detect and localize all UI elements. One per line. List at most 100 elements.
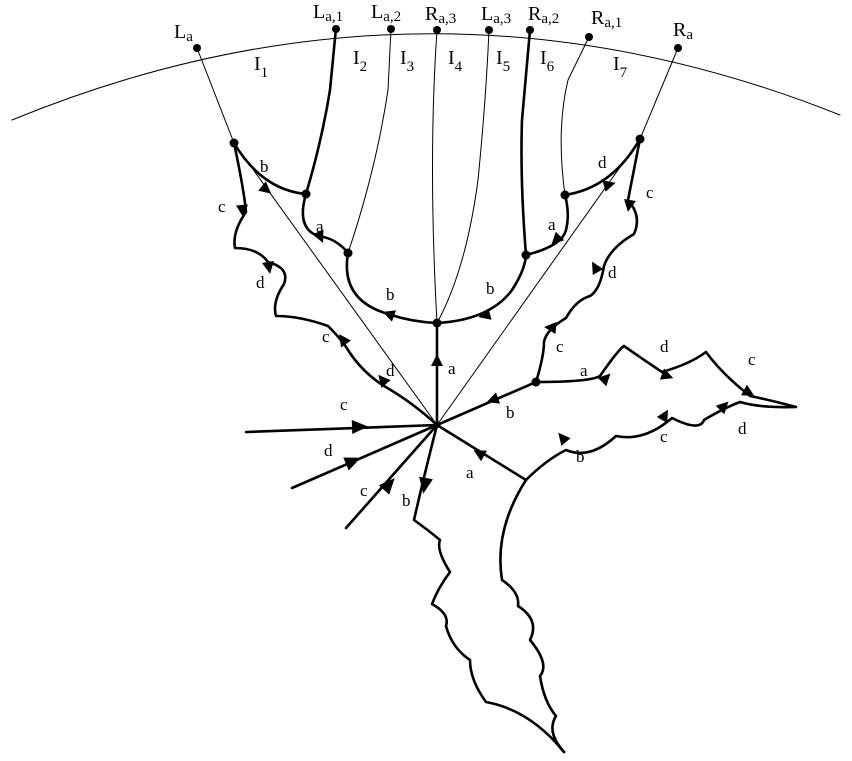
wave-lower-left-loop [412,423,566,754]
edge-label: c [748,350,756,369]
edge-label: d [608,263,617,282]
node-center [434,422,440,428]
edge-label: c [322,327,330,346]
node-upper-left [229,138,239,148]
vertex-ra1 [585,33,593,41]
label-ra2: Ra,2 [528,3,559,27]
spoke-c-left [244,423,439,434]
edge-label: a [448,359,456,378]
edge-label: d [598,153,607,172]
edge-to-la1 [304,26,338,196]
vertex-la2 [387,25,395,33]
arrow-d-upper-left [262,260,274,274]
edge-label: c [556,337,564,356]
edge-label: c [646,183,654,202]
edge-b-upper-left [232,141,308,196]
arrow-c-upper-left [236,204,248,217]
arrow-c-lower-right [656,409,668,423]
interval-i7: I7 [613,53,628,81]
ray-ra1 [560,36,590,196]
edge-label: c [340,395,348,414]
vertex-la1 [332,25,340,33]
arrow-c-right-mid [544,322,557,334]
interval-i3: I3 [400,47,414,75]
ray-la3 [436,29,490,324]
node-la1-branch [301,189,311,199]
arrow-a-lower [473,450,487,462]
vertices [193,25,682,428]
interval-i6: I6 [540,47,555,75]
arrow-b-bottom [419,476,433,494]
edge-label: b [402,491,411,510]
vertex-ra [674,44,682,52]
arrow-c-upper-right [624,198,636,212]
label-ra3: Ra,3 [425,3,456,27]
edge-right-b [435,380,538,427]
edge-label: b [576,447,585,466]
edge-label: c [360,481,368,500]
label-la3: La,3 [481,3,511,27]
thin-rays [196,28,679,426]
arrow-d-left-inner [378,374,391,388]
edge-to-ra2 [520,28,532,257]
ray-ra3 [432,29,438,324]
arrow-c-bottom [378,478,395,495]
arrow-b-lower-right [558,432,571,446]
arrow-a-far-right [597,373,611,387]
wave-far-right [524,344,798,482]
vertex-ra2 [526,26,534,34]
edge-d-upper-right [563,137,642,197]
edge-label: b [260,157,269,176]
label-la1: La,1 [313,1,343,25]
edge-label: b [486,279,495,298]
edge-letter-labels: b c d a c d b b a d c a d c b a d c b c … [218,153,756,510]
arrow-a-center [431,354,443,366]
edge-label: b [506,403,515,422]
interval-i4: I4 [448,47,463,75]
node-ra1-branch [560,190,570,200]
arrow-a-upper-left [312,229,324,243]
edge-label: d [738,419,747,438]
node-upper-right [635,134,645,144]
vertex-ra3 [433,26,441,34]
edge-label: c [660,427,668,446]
edge-label: a [466,463,474,482]
wave-lower-loop [499,478,566,754]
label-la: La [174,21,193,45]
boundary-arc [11,33,841,121]
interval-labels: I1 I2 I3 I4 I5 I6 I7 [254,47,628,81]
edge-label: d [660,337,669,356]
edge-label: a [316,217,324,236]
edge-label: d [324,441,333,460]
arrow-b-center-right [478,308,492,320]
edge-label: c [218,197,226,216]
arrow-b-center-left [382,310,397,322]
node-ra2-branch [521,250,531,260]
spoke-c-bottom [344,423,439,530]
ray-la2 [347,28,392,254]
edge-b-center-right [435,253,528,325]
node-center-top [432,318,442,328]
edge-label: a [580,361,588,380]
interval-i5: I5 [496,47,510,75]
label-ra: Ra [673,19,693,43]
spoke-d-left [290,423,439,490]
edge-label: a [548,215,556,234]
node-la2-branch [343,248,353,258]
interval-i1: I1 [254,53,268,81]
interval-i2: I2 [353,47,367,75]
arrow-d-left [343,457,361,471]
wave-left-c-d [232,141,439,427]
label-ra1: Ra,1 [591,7,622,31]
tree-edges [232,26,642,427]
label-la2: La,2 [371,1,401,25]
arrow-c-left [351,420,368,434]
vertex-la3 [485,26,493,34]
edge-label: d [386,361,395,380]
arrow-b-upper-left [258,181,272,194]
arrow-d-far-right [659,368,674,380]
edge-label: b [386,285,395,304]
arrow-d-upper-right [602,180,616,192]
